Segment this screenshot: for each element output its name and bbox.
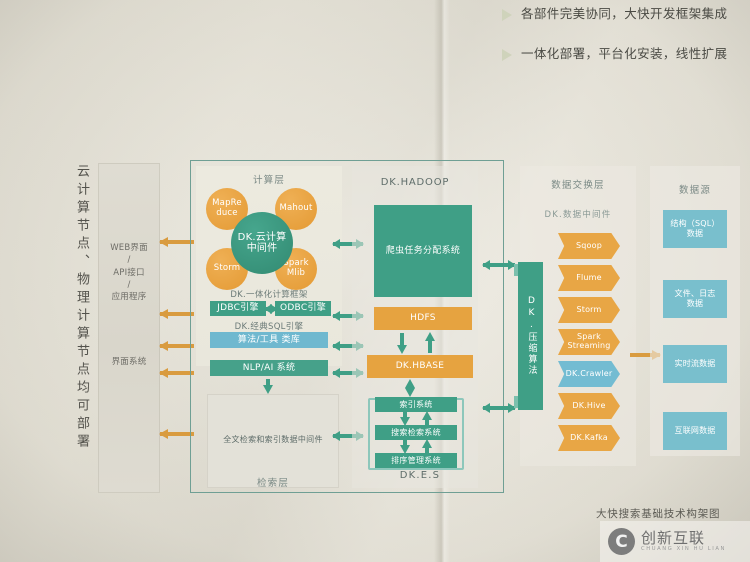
- hdfs-box: HDFS: [374, 307, 472, 330]
- chevron-dk-hive: DK.Hive: [558, 393, 620, 419]
- index-system-box: 索引系统: [375, 397, 457, 412]
- dk-compression-algorithm-bar: DK.压缩算法: [514, 262, 543, 410]
- arrow-left-3: [159, 340, 194, 352]
- chevron-dk-kafka: DK.Kafka: [558, 425, 620, 451]
- interface-label: WEB界面 / API接口 / 应用程序: [110, 243, 148, 303]
- retrieval-layer-title: 检索层: [256, 478, 290, 489]
- chevron-storm: Storm: [558, 297, 620, 323]
- jdbc-engine-bar: JDBC引擎: [210, 301, 266, 316]
- sql-engine-caption: DK.经典SQL引擎: [234, 322, 304, 332]
- crawler-task-system-box: 爬虫任务分配系统: [374, 205, 472, 297]
- core-framework-boundary: [190, 160, 504, 493]
- arrow-search-to-index: [422, 411, 432, 425]
- exchange-layer-title: 数据交换层: [551, 180, 605, 191]
- bullet-text: 各部件完美协同，大快开发框架集成: [521, 6, 728, 21]
- arrow-hadoop-exchange-2: [482, 402, 516, 414]
- chevron-sqoop: Sqoop: [558, 233, 620, 259]
- algorithm-toolkit-bar: 算法/工具 类库: [210, 332, 328, 348]
- arrow-left-1: [159, 236, 194, 248]
- sort-management-system-box: 排序管理系统: [375, 453, 457, 468]
- watermark: C 创新互联 CHUANG XIN HU LIAN: [600, 521, 750, 562]
- fulltext-index-middleware-label: 全文检索和索引数据中间件: [223, 435, 323, 444]
- bullet-item: 各部件完美协同，大快开发框架集成: [502, 6, 750, 22]
- arrow-hadoop-exchange-1: [482, 259, 516, 271]
- es-title: DK.E.S: [399, 470, 441, 481]
- arrow-left-4: [159, 367, 194, 379]
- source-realtime-stream-data: 实时流数据: [663, 345, 727, 383]
- interface-system-label: 界面系统: [111, 357, 147, 367]
- circle-dk-cloud-middleware: DK.云计算 中间件: [231, 212, 293, 274]
- odbc-engine-bar: ODBC引擎: [275, 301, 331, 316]
- chevron-flume: Flume: [558, 265, 620, 291]
- arrow-up-hbase-hdfs: [424, 332, 436, 353]
- bullet-item: 一体化部署，平台化安装，线性扩展: [502, 46, 750, 62]
- arrow-down-compute-to-retrieval: [262, 379, 274, 394]
- watermark-brand-en: CHUANG XIN HU LIAN: [641, 545, 727, 552]
- arrow-sort-to-search: [422, 439, 432, 453]
- nlp-ai-system-bar: NLP/AI 系统: [210, 360, 328, 376]
- compute-framework-caption: DK.一体化计算框架: [230, 290, 308, 300]
- retrieval-layer-panel: [207, 394, 339, 488]
- data-source-title: 数据源: [678, 185, 712, 196]
- interface-column: WEB界面 / API接口 / 应用程序 界面系统: [98, 163, 160, 493]
- search-retrieval-system-box: 搜索检索系统: [375, 425, 457, 440]
- arrow-search-to-sort: [400, 440, 410, 454]
- hbase-box: DK.HBASE: [367, 355, 473, 378]
- chevron-spark-streaming: Spark Streaming: [558, 329, 620, 355]
- source-structured-sql-data: 结构（SQL） 数据: [663, 210, 727, 248]
- source-internet-data: 互联网数据: [663, 412, 727, 450]
- triangle-bullet-icon: [502, 48, 512, 61]
- arrow-index-to-search: [400, 412, 410, 426]
- source-file-log-data: 文件、日志 数据: [663, 280, 727, 318]
- arrow-down-hdfs-hbase: [396, 333, 408, 354]
- figure-caption: 大快搜索基础技术构架图: [596, 508, 721, 520]
- deployment-caption: 云计算节点、物理计算节点均可部署: [74, 164, 89, 452]
- arrow-hbase-es: [404, 379, 416, 397]
- hadoop-title: DK.HADOOP: [380, 177, 450, 188]
- watermark-logo-icon: C: [608, 528, 635, 555]
- chevron-dk-crawler: DK.Crawler: [558, 361, 620, 387]
- arrow-left-5: [159, 428, 194, 440]
- bullet-list: 各部件完美协同，大快开发框架集成 一体化部署，平台化安装，线性扩展: [502, 6, 750, 85]
- bullet-text: 一体化部署，平台化安装，线性扩展: [521, 45, 728, 61]
- compute-layer-title: 计算层: [252, 175, 286, 186]
- watermark-brand-cn: 创新互联: [641, 528, 706, 547]
- triangle-bullet-icon: [502, 9, 512, 21]
- arrow-left-2: [159, 308, 194, 320]
- arrow-jdbc-odbc: [264, 303, 278, 314]
- dk-data-middleware-title: DK.数据中间件: [544, 210, 612, 220]
